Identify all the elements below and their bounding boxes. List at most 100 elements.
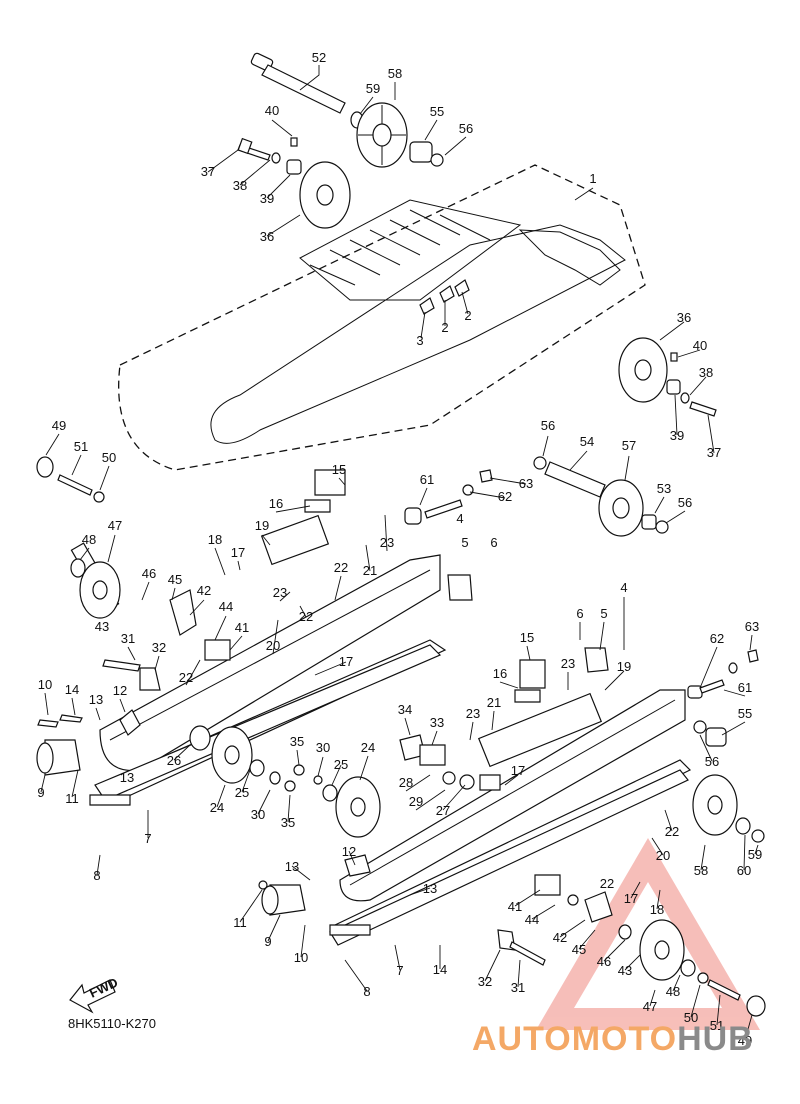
callout-number: 32 (478, 974, 492, 989)
callout-number: 6 (576, 606, 583, 621)
leader-line (603, 939, 626, 962)
leader-line (261, 534, 271, 546)
leader-line (424, 119, 438, 141)
callout-number: 38 (233, 178, 247, 193)
leader-line (99, 465, 110, 491)
leader-line (749, 634, 753, 651)
leader-line (287, 794, 291, 823)
callout-number: 28 (399, 775, 413, 790)
leader-line (420, 311, 426, 339)
callout-number: 26 (167, 753, 181, 768)
leader-line (700, 844, 706, 871)
callout-number: 63 (745, 619, 759, 634)
leader-line (723, 689, 746, 697)
callout-number: 59 (748, 847, 762, 862)
leader-line (214, 547, 226, 576)
leader-line (127, 646, 136, 661)
callout-number: 47 (643, 999, 657, 1014)
callout-number: 14 (65, 682, 79, 697)
leader-line (674, 394, 678, 436)
callout-number: 13 (285, 859, 299, 874)
leader-line (266, 214, 301, 237)
callout-number: 37 (707, 445, 721, 460)
leader-line (716, 994, 721, 1026)
callout-number: 24 (210, 800, 224, 815)
callout-number: 11 (65, 791, 79, 806)
leader-line (672, 974, 681, 992)
callout-number: 12 (113, 683, 127, 698)
callout-number: 17 (511, 763, 525, 778)
callout-number: 16 (269, 496, 283, 511)
leader-line (442, 784, 466, 811)
callout-number: 47 (108, 518, 122, 533)
callout-number: 45 (572, 942, 586, 957)
leader-line (744, 1014, 753, 1041)
callout-number: 18 (208, 532, 222, 547)
callout-number: 36 (260, 229, 274, 244)
fwd-arrow: FWD (69, 975, 120, 1014)
leader-line (241, 769, 251, 793)
leader-line (96, 854, 101, 876)
callout-number: 46 (142, 566, 156, 581)
callout-number: 21 (363, 563, 377, 578)
leader-line (214, 615, 227, 641)
leader-line (444, 136, 467, 156)
callout-number: 24 (361, 740, 375, 755)
leader-line (699, 646, 718, 689)
callout-number: 46 (597, 954, 611, 969)
callout-number: 25 (334, 757, 348, 772)
callout-number: 36 (677, 310, 691, 325)
callout-number: 13 (89, 692, 103, 707)
leader-line (71, 769, 79, 798)
callout-number: 48 (666, 984, 680, 999)
leader-line (185, 659, 201, 686)
callout-number: 50 (102, 450, 116, 465)
leader-line (189, 599, 205, 616)
callout-number: 10 (294, 950, 308, 965)
right-rail-assembly (258, 574, 766, 1017)
leader-line (272, 619, 279, 655)
leader-line (624, 954, 641, 971)
leader-line (331, 764, 342, 786)
right-upper-wheel-group (618, 337, 717, 417)
leader-line (654, 496, 665, 514)
callout-number: 6 (490, 535, 497, 550)
leader-line (365, 544, 371, 572)
callout-number: 58 (388, 66, 402, 81)
callout-number: 2 (441, 320, 448, 335)
callout-number: 13 (423, 881, 437, 896)
leader-line (404, 717, 411, 736)
leader-line (677, 349, 701, 358)
leader-line (659, 321, 685, 341)
callout-number: 41 (508, 899, 522, 914)
callout-number: 7 (396, 963, 403, 978)
watermark-text-part2: HUB (677, 1020, 754, 1058)
callout-number: 2 (464, 308, 471, 323)
callout-number: 39 (670, 428, 684, 443)
leader-line (394, 944, 401, 971)
leader-line (469, 491, 506, 499)
leader-line (461, 291, 469, 315)
leader-line (559, 919, 586, 938)
leader-line (71, 454, 82, 476)
callout-number: 30 (251, 807, 265, 822)
leader-line (651, 837, 664, 856)
callout-number: 18 (650, 902, 664, 917)
callout-number: 8 (93, 868, 100, 883)
leader-line (71, 697, 76, 716)
callout-number: 5 (600, 606, 607, 621)
callout-number: 45 (168, 572, 182, 587)
callout-number: 20 (266, 638, 280, 653)
leader-line (665, 510, 686, 524)
callout-number: 21 (487, 695, 501, 710)
callout-number: 23 (466, 706, 480, 721)
callout-number: 27 (436, 803, 450, 818)
leader-line (296, 749, 300, 766)
leader-line (604, 670, 625, 691)
leader-line (574, 187, 594, 201)
leader-line (239, 889, 263, 923)
callout-number: 17 (624, 891, 638, 906)
callout-number: 49 (52, 418, 66, 433)
callout-number: 5 (461, 535, 468, 550)
